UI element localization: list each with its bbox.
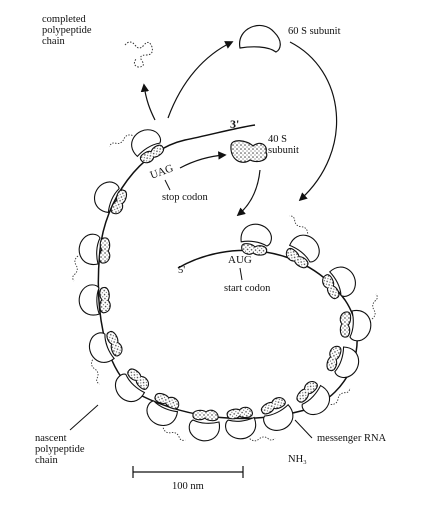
large-subunit — [88, 332, 115, 363]
large-subunit — [225, 416, 257, 440]
subunit-60s-icon — [239, 24, 281, 53]
ribosome — [188, 409, 220, 442]
ribosome — [322, 266, 356, 300]
small-subunit — [110, 189, 128, 215]
arrow-to-completed-chain — [140, 83, 156, 121]
nascent-chain-label: nascent polypeptide chain — [35, 433, 85, 466]
small-subunit — [260, 397, 286, 415]
nascent-chain-squiggle — [72, 255, 79, 282]
small-subunit — [285, 248, 309, 269]
arrow-60s-to-loop — [289, 41, 338, 202]
ribosome — [78, 284, 111, 316]
small-subunit — [241, 243, 268, 256]
large-subunit — [288, 234, 320, 263]
completed-chain-squiggle — [124, 41, 153, 68]
small-subunit — [322, 274, 340, 300]
nascent-chain-pointer — [69, 404, 99, 431]
three-prime-label: 3' — [230, 117, 240, 131]
large-subunit — [78, 284, 100, 316]
ribosome — [240, 223, 272, 256]
ribosome — [88, 330, 123, 385]
large-subunit — [334, 346, 360, 379]
nascent-chain-squiggle — [371, 293, 378, 320]
scale-bar — [132, 466, 244, 478]
arrow-40s-to-start — [236, 169, 261, 217]
stop-codon-label: stop codon — [162, 192, 208, 203]
start-codon-pointer — [239, 267, 243, 281]
large-subunit — [146, 400, 179, 427]
large-subunit — [349, 310, 372, 342]
small-subunit — [99, 287, 111, 314]
messenger-rna-pointer — [294, 419, 313, 439]
small-subunit — [226, 406, 254, 420]
large-subunit — [93, 181, 120, 214]
ribosome — [225, 406, 276, 442]
start-codon-label: start codon — [224, 283, 271, 294]
forty-s-label: 40 S subunit — [268, 134, 299, 156]
nascent-chain-squiggle — [249, 436, 276, 442]
large-subunit — [114, 373, 146, 403]
nascent-chain-squiggle — [289, 215, 309, 234]
arrow-to-60s — [167, 41, 234, 119]
ribosome — [326, 345, 360, 379]
ribosome — [285, 215, 320, 269]
completed-chain-label: completed polypeptide chain — [42, 14, 92, 47]
ribosome — [296, 381, 351, 416]
ribosome-group — [72, 129, 378, 442]
large-subunit — [263, 403, 294, 431]
small-subunit — [154, 392, 180, 410]
five-prime-label: 5' — [178, 265, 186, 276]
small-subunit — [296, 381, 318, 403]
arrow-to-40s — [179, 151, 227, 169]
stop-codon-pointer — [164, 179, 171, 191]
large-subunit — [78, 233, 101, 265]
large-subunit — [188, 419, 220, 442]
ribosome — [109, 129, 165, 164]
small-subunit — [192, 409, 219, 422]
scale-bar-label: 100 nm — [172, 481, 204, 492]
aug-label: AUG — [228, 254, 252, 266]
nh3-label: NH₃ — [288, 454, 307, 465]
large-subunit — [131, 129, 162, 158]
small-subunit — [106, 330, 123, 357]
nascent-chain-squiggle — [330, 387, 351, 405]
ribosome — [93, 181, 128, 215]
large-subunit — [328, 266, 356, 297]
sixty-s-label: 60 S subunit — [288, 26, 341, 37]
ribosome — [260, 397, 294, 431]
ribosome — [339, 293, 378, 342]
ribosome — [114, 368, 149, 403]
small-subunit — [127, 368, 149, 390]
messenger-rna-label: messenger RNA — [317, 433, 387, 444]
nascent-chain-squiggle — [91, 359, 100, 385]
ribosome — [72, 233, 111, 282]
nascent-chain-squiggle — [162, 427, 186, 441]
ribosome — [146, 392, 186, 441]
nascent-chain-squiggle — [109, 134, 133, 147]
small-subunit — [98, 237, 111, 264]
subunit-40s-icon — [230, 140, 268, 163]
large-subunit — [301, 384, 331, 416]
small-subunit — [139, 144, 165, 164]
large-subunit — [240, 223, 272, 247]
small-subunit — [339, 311, 352, 338]
small-subunit — [326, 345, 342, 372]
